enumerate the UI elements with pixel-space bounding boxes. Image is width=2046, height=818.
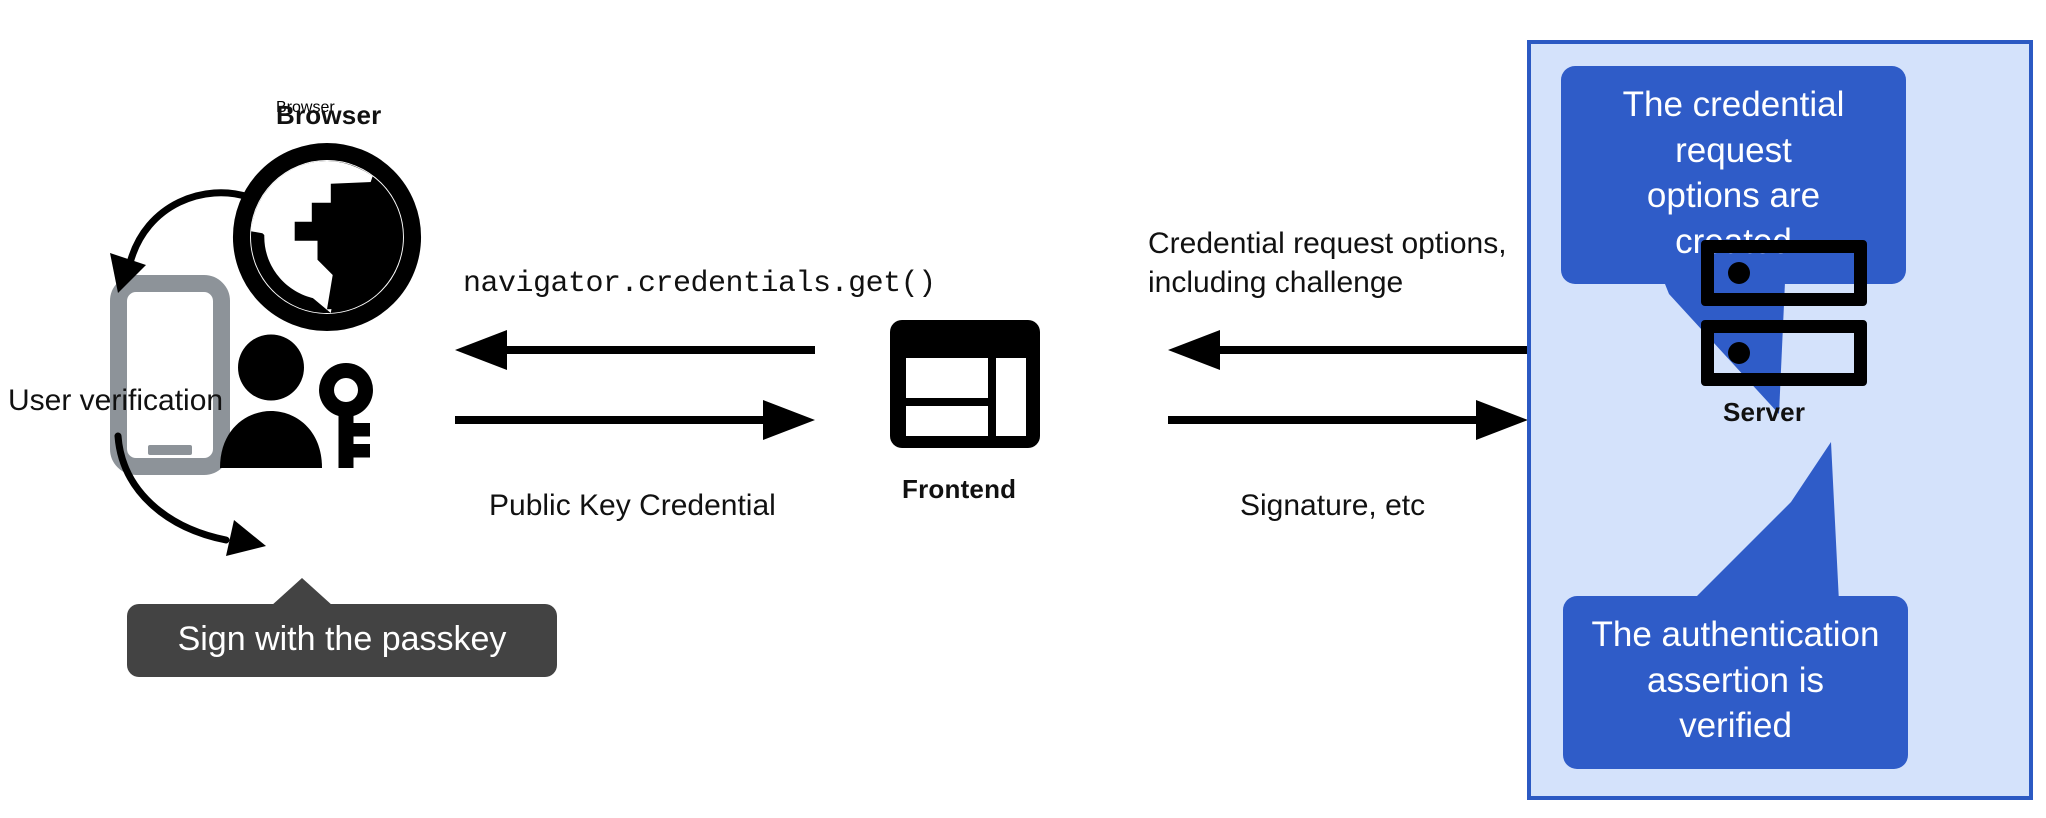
- arrow-phone-to-user: [114, 432, 266, 556]
- globe-icon: [232, 142, 422, 332]
- server-panel: The credential request options are creat…: [1527, 40, 2033, 800]
- browser-label: Browser: [276, 99, 335, 116]
- arrow-left-frontend-to-browser: [455, 330, 815, 370]
- credential-request-options-line2: including challenge: [1148, 266, 1404, 299]
- server-label: Server: [1723, 397, 1806, 427]
- signature-etc-label: Signature, etc: [1240, 489, 1426, 522]
- arrow-browser-to-phone: [110, 189, 252, 293]
- frontend-label: Frontend: [902, 474, 1017, 504]
- arrow-left-server-to-frontend: [1168, 330, 1528, 370]
- public-key-credential-label: Public Key Credential: [489, 489, 776, 522]
- arrow-right-frontend-to-server: [1168, 400, 1528, 440]
- navigator-credentials-get-label: navigator.credentials.get(): [463, 267, 936, 301]
- callout-authentication-assertion-verified: The authentication assertion is verified: [1563, 596, 1908, 769]
- credential-request-options-line1: Credential request options,: [1148, 227, 1507, 260]
- callout-bottom-line1: The authentication: [1591, 615, 1880, 654]
- phone-icon: [110, 275, 230, 475]
- user-with-key-icon: [208, 330, 388, 485]
- server-rack-icon: [1701, 240, 1867, 386]
- frontend-window-icon: [890, 320, 1040, 448]
- callout-tail-bottom: [1691, 442, 1839, 602]
- callout-bottom-line2: assertion is verified: [1646, 660, 1825, 746]
- callout-top-line1: The credential request: [1622, 85, 1845, 170]
- user-verification-label: User verification: [8, 384, 224, 417]
- arrow-right-browser-to-frontend: [455, 400, 815, 440]
- browser-label-text: Browser: [276, 100, 382, 130]
- sign-with-passkey-tooltip: Sign with the passkey: [127, 604, 557, 677]
